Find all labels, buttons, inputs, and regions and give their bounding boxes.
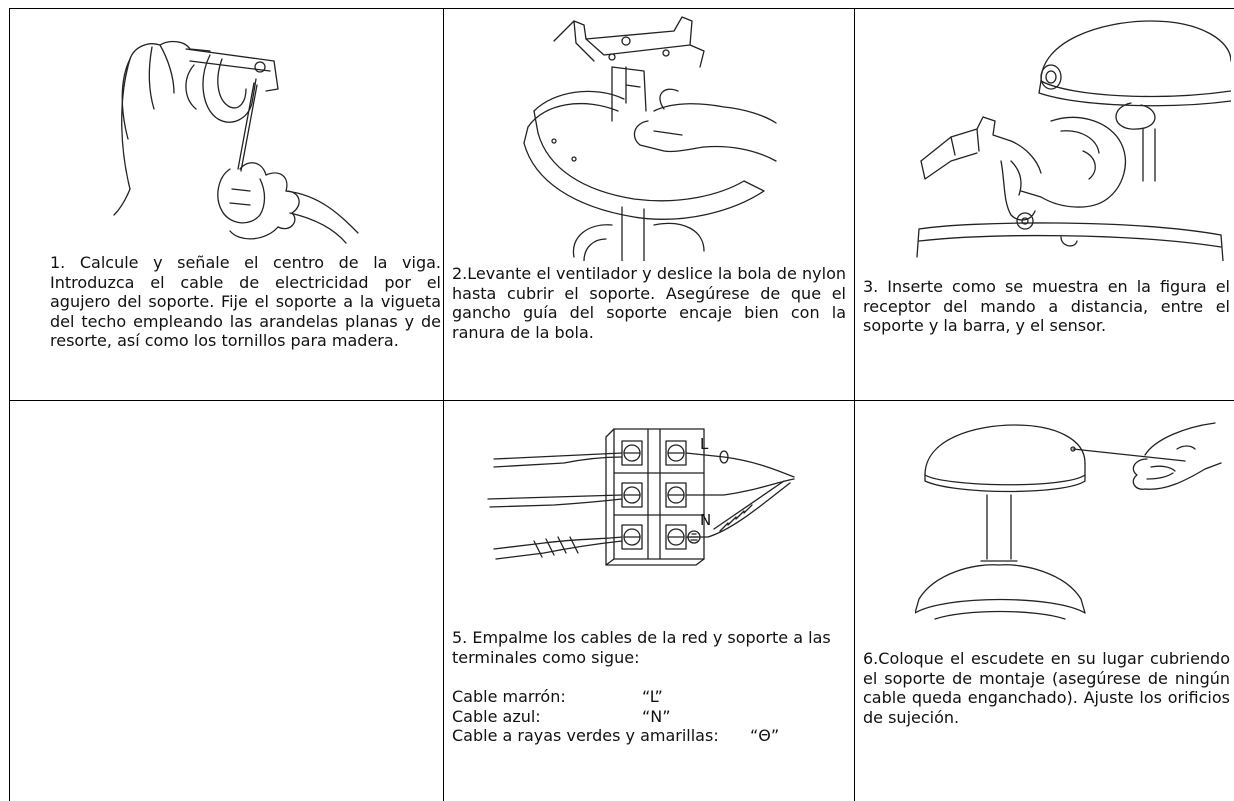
divider-col-1	[443, 8, 444, 801]
hands-fixing-bracket-illustration	[113, 40, 359, 244]
empty-cell	[10, 401, 443, 801]
hand-sliding-ball-illustration	[523, 16, 777, 261]
wiring-label-brown: Cable marrón:	[452, 687, 566, 706]
divider-row	[9, 400, 1234, 401]
step-6-cell: 6.Coloque el escudete en su lugar cubrie…	[855, 401, 1234, 801]
step-1-text: 1. Calcule y señale el centro de la viga…	[50, 253, 441, 350]
terminal-label-l: L	[700, 435, 709, 453]
wiring-value-earth: “Θ”	[750, 726, 780, 745]
border-top	[9, 8, 1234, 9]
step-6-text: 6.Coloque el escudete en su lugar cubrie…	[863, 649, 1230, 727]
wiring-list: Cable marrón: “L” Cable azul: “N” Cable …	[452, 687, 842, 747]
step-5-text: 5. Empalme los cables de la red y soport…	[452, 628, 836, 667]
divider-col-2	[854, 8, 855, 801]
terminal-label-n: N	[700, 511, 712, 529]
step-2-text: 2.Levante el ventilador y deslice la bol…	[452, 264, 852, 342]
hand-placing-canopy-illustration	[915, 422, 1222, 620]
terminal-block-wiring-illustration	[487, 428, 795, 566]
wiring-label-earth: Cable a rayas verdes y amarillas:	[452, 726, 719, 745]
border-left	[9, 8, 10, 801]
step-3-cell: 3. Inserte como se muestra en la figura …	[855, 9, 1234, 400]
step-1-cell: 1. Calcule y señale el centro de la viga…	[10, 9, 443, 400]
wiring-label-blue: Cable azul:	[452, 706, 541, 726]
step-5-cell: L N 5. Empalme los cables de la red y so…	[444, 401, 854, 801]
wiring-value-blue: “N”	[642, 706, 671, 726]
hand-inserting-receiver-illustration	[916, 20, 1231, 261]
step-2-cell: 2.Levante el ventilador y deslice la bol…	[444, 9, 854, 400]
step-3-text: 3. Inserte como se muestra en la figura …	[863, 277, 1230, 335]
wiring-value-brown: “L”	[642, 687, 663, 706]
